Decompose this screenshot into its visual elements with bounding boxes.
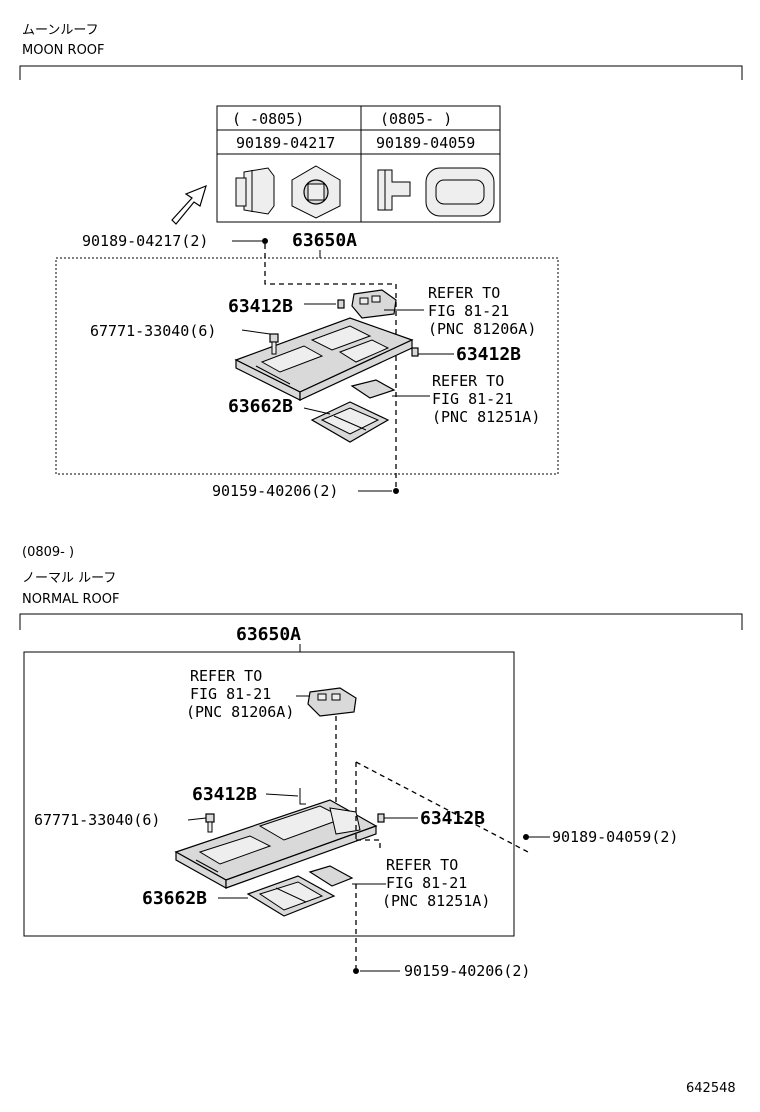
nr-lid-label: 63662B <box>142 888 207 909</box>
nr-cover1-part <box>299 788 306 805</box>
view-direction-arrow-icon <box>171 184 207 225</box>
nr-assembly-boundary <box>23 651 515 937</box>
table-col1-part: 90189-04217 <box>236 134 335 152</box>
nr-ref1-line3: (PNC 81206A) <box>186 703 294 721</box>
mr-screw <box>269 333 279 355</box>
nr-bolt-point <box>353 968 359 974</box>
nr-cover2-part <box>377 813 385 823</box>
mr-switch-unit <box>351 289 397 319</box>
mr-ref1-line3: (PNC 81206A) <box>428 320 536 338</box>
clip-04059-side-icon <box>377 169 411 211</box>
nr-ref1-line2: FIG 81-21 <box>190 685 271 703</box>
nr-ref2-line3: (PNC 81251A) <box>382 892 490 910</box>
nr-lid <box>246 875 336 917</box>
table-col1-range: ( -0805) <box>232 110 304 128</box>
mr-assembly-label: 63650A <box>292 230 357 251</box>
mr-console-body <box>234 317 414 401</box>
moon-roof-title-en: MOON ROOF <box>22 43 105 58</box>
mr-cover2-label: 63412B <box>456 344 521 365</box>
nr-clip-point <box>523 834 529 840</box>
table-col2-part: 90189-04059 <box>376 134 475 152</box>
nr-ref2-line1: REFER TO <box>386 856 458 874</box>
moon-roof-title-jp: ムーンルーフ <box>22 23 99 38</box>
mr-cover1-part <box>337 299 345 309</box>
clip-variant-table: ( -0805) (0805- ) 90189-04217 90189-0405… <box>216 105 501 223</box>
normal-roof-bracket <box>19 613 743 630</box>
mr-clip-point <box>262 238 268 244</box>
nr-assembly-label: 63650A <box>236 624 301 645</box>
mr-bolt-point <box>393 488 399 494</box>
nr-console-body <box>174 799 378 890</box>
nr-screw <box>205 813 215 833</box>
mr-screw-label: 67771-33040(6) <box>90 322 216 340</box>
clip-04217-side-icon <box>235 167 275 215</box>
nr-switch-unit <box>307 687 357 717</box>
mr-ref2-line1: REFER TO <box>432 372 504 390</box>
figure-number: 642548 <box>686 1081 736 1096</box>
mr-ref2-line3: (PNC 81251A) <box>432 408 540 426</box>
normal-roof-title-en: NORMAL ROOF <box>22 592 119 607</box>
nr-cover1-label: 63412B <box>192 784 257 805</box>
mr-ref2-line2: FIG 81-21 <box>432 390 513 408</box>
mr-lamp-lens <box>350 379 396 399</box>
mr-bolt-label: 90159-40206(2) <box>212 482 338 500</box>
mr-ref1-line1: REFER TO <box>428 284 500 302</box>
mr-cover2-part <box>411 347 419 357</box>
clip-04217-top-icon <box>291 165 341 219</box>
mr-clip-label: 90189-04217(2) <box>82 232 208 250</box>
nr-clip-label: 90189-04059(2) <box>552 828 678 846</box>
table-col2-range: (0805- ) <box>380 110 452 128</box>
nr-cover2-label: 63412B <box>420 808 485 829</box>
mr-lid <box>310 401 390 443</box>
nr-screw-label: 67771-33040(6) <box>34 811 160 829</box>
nr-bolt-label: 90159-40206(2) <box>404 962 530 980</box>
moon-roof-bracket <box>19 65 743 80</box>
normal-roof-title-jp: ノーマル ルーフ <box>22 571 116 586</box>
mr-assembly-boundary <box>55 257 559 475</box>
mr-lid-label: 63662B <box>228 396 293 417</box>
mr-cover1-label: 63412B <box>228 296 293 317</box>
nr-ref1-line1: REFER TO <box>190 667 262 685</box>
nr-ref2-line2: FIG 81-21 <box>386 874 467 892</box>
nr-lamp-lens <box>308 865 354 887</box>
mr-ref1-line2: FIG 81-21 <box>428 302 509 320</box>
clip-04059-top-icon <box>425 167 495 217</box>
normal-roof-date-range: (0809- ) <box>22 545 74 560</box>
